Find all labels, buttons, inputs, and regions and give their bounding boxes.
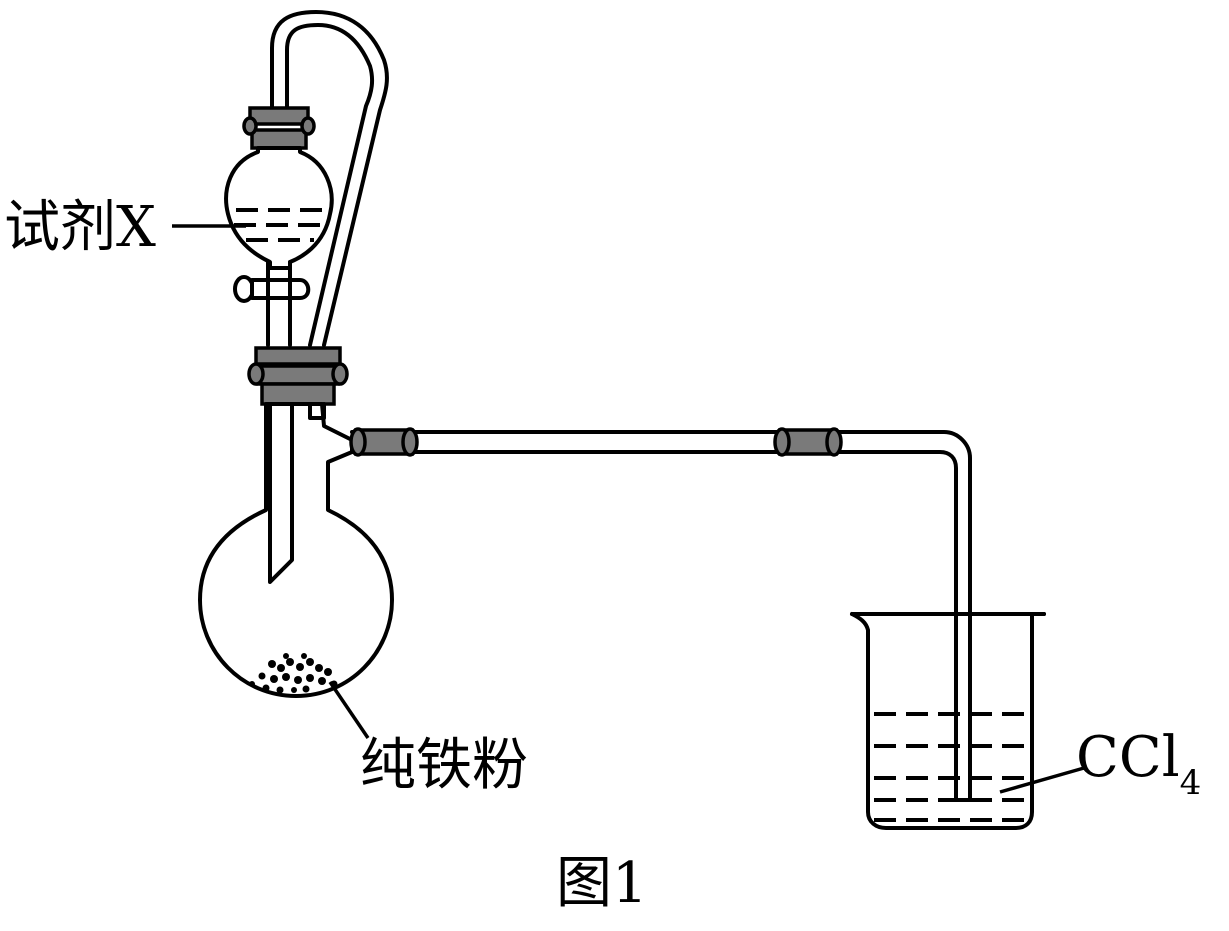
bypass-tube (270, 10, 389, 347)
stopper-top-band (254, 346, 342, 366)
stopper-clip-right (331, 362, 349, 386)
reagent-label: 试剂X (4, 195, 156, 260)
solvent-formula: CCl (1076, 725, 1180, 790)
iron-powder (249, 653, 338, 694)
round-bottom-flask (198, 402, 394, 698)
beaker (850, 612, 1046, 830)
stopper-clip-left (242, 116, 258, 136)
solvent-subscript: 4 (1180, 763, 1202, 803)
separatory-funnel (224, 106, 334, 347)
flask-body (198, 402, 394, 698)
funnel-stopper-bottom (250, 128, 308, 150)
solvent-leader (999, 766, 1085, 794)
iron-powder-label: 纯铁粉 (360, 733, 528, 798)
flask-stopper (247, 346, 349, 406)
iron-leader (328, 681, 370, 739)
stopper-mid-band (256, 364, 340, 386)
funnel-stopper-top (248, 106, 310, 126)
stopper-plug (260, 382, 336, 406)
stopper-clip-left (247, 362, 265, 386)
delivery-tube (349, 427, 972, 802)
stopcock-barrel (250, 278, 311, 300)
figure-caption: 图1 (556, 851, 648, 916)
stopper-clip-right (300, 116, 316, 136)
solvent-label: CCl4 (1076, 725, 1201, 803)
